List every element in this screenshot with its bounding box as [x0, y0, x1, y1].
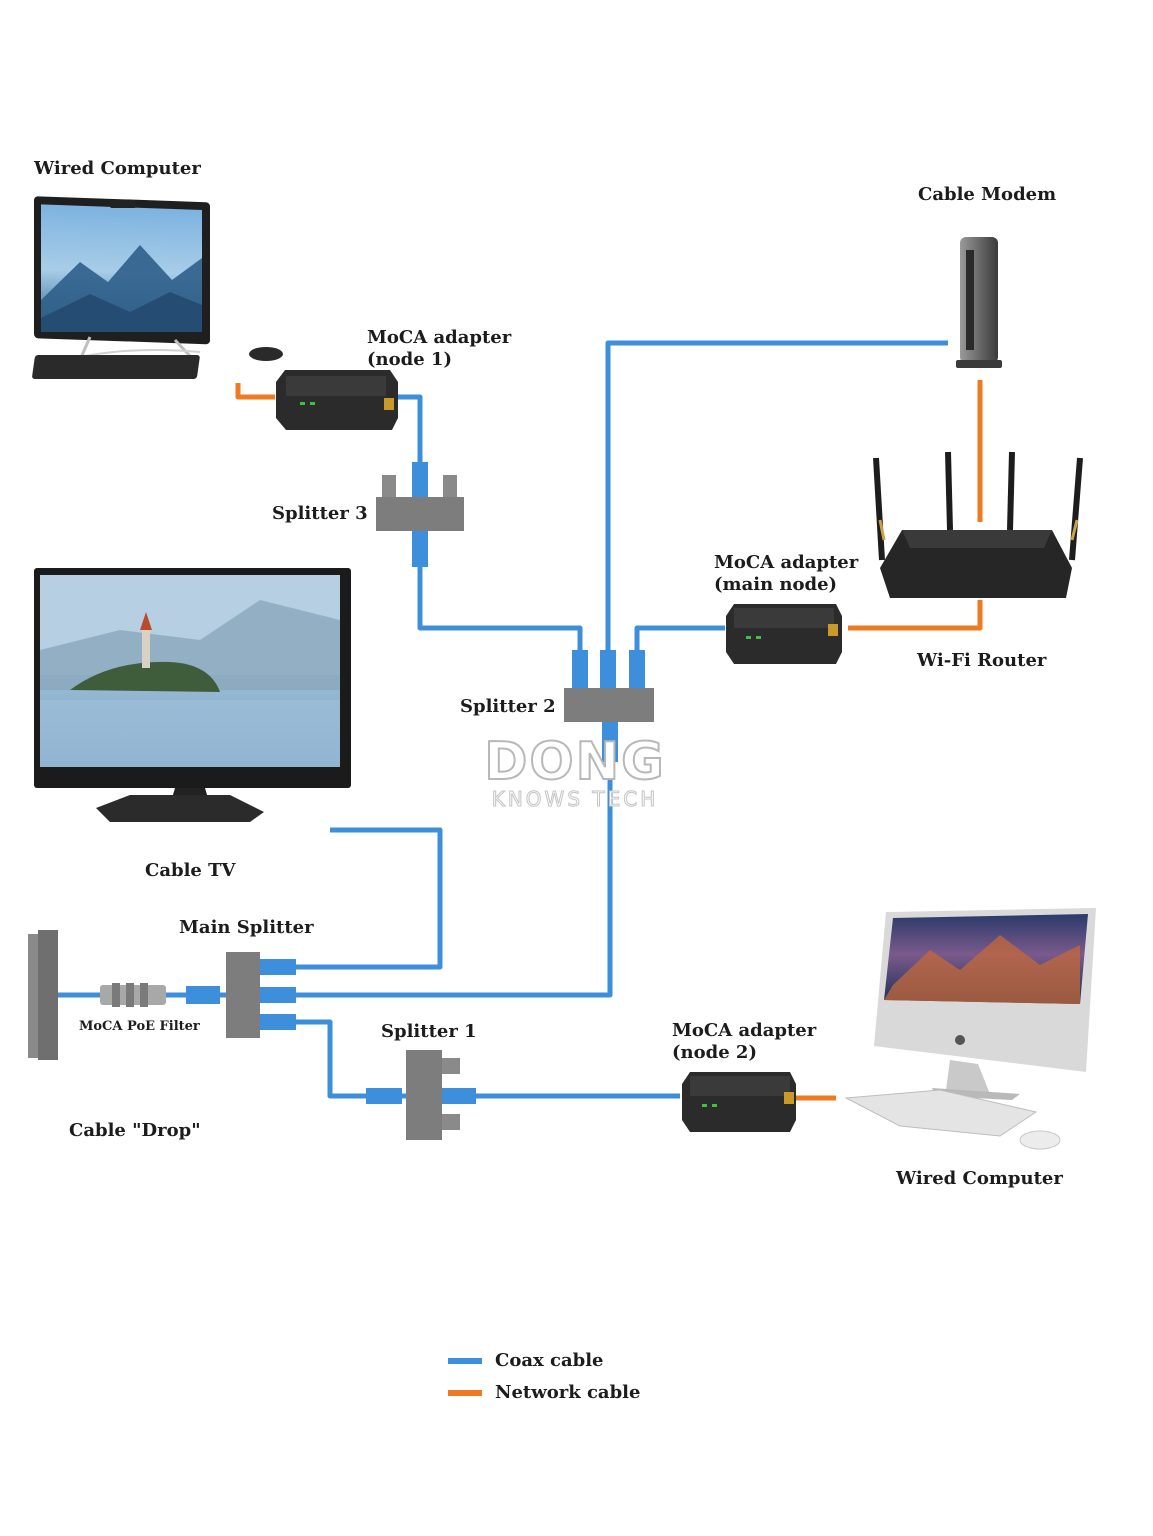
wired-computer-bottom — [844, 908, 1096, 1150]
label-moca-main-line2: (main node) — [714, 574, 838, 595]
coax-main-to-splitter2 — [265, 700, 613, 998]
coax-splitter2-to-mainnode — [634, 625, 725, 680]
moca-adapter-node1 — [276, 370, 398, 430]
cable-modem — [956, 237, 1002, 368]
wifi-router — [873, 451, 1083, 598]
label-moca-node2-line2: (node 2) — [672, 1042, 757, 1063]
cable-tv — [34, 568, 351, 822]
moca-adapter-node2 — [682, 1072, 796, 1132]
label-cable-modem: Cable Modem — [918, 184, 1057, 205]
label-splitter2: Splitter 2 — [460, 696, 556, 717]
label-splitter3: Splitter 3 — [272, 503, 368, 524]
wired-computer-top — [32, 196, 283, 379]
label-cable-drop: Cable "Drop" — [69, 1120, 201, 1141]
main-splitter — [226, 952, 296, 1038]
label-moca-poe-filter: MoCA PoE Filter — [79, 1019, 200, 1034]
cable-drop-wall — [28, 930, 58, 1060]
network-cables — [235, 380, 983, 1101]
legend-coax-label: Coax cable — [495, 1350, 604, 1371]
network-router-to-mainnode — [848, 600, 983, 631]
label-wired-computer-bottom: Wired Computer — [896, 1168, 1063, 1189]
label-wifi-router: Wi-Fi Router — [917, 650, 1047, 671]
splitter1 — [366, 1050, 476, 1140]
label-splitter1: Splitter 1 — [381, 1021, 477, 1042]
coax-splitter2-to-splitter3 — [417, 530, 583, 680]
legend-swatches — [448, 1358, 482, 1396]
splitter3 — [376, 462, 464, 567]
watermark-sub: KNOWS TECH — [491, 787, 659, 811]
label-main-splitter: Main Splitter — [179, 917, 314, 938]
splitter2 — [564, 650, 654, 762]
label-cable-tv: Cable TV — [145, 860, 236, 881]
coax-splitter2-to-modem — [605, 340, 948, 680]
label-moca-node1-line1: MoCA adapter — [367, 327, 512, 348]
coax-main-to-cabletv — [265, 827, 443, 970]
label-moca-main-line1: MoCA adapter — [714, 552, 859, 573]
watermark-main: DONG — [483, 732, 666, 792]
label-moca-node1-line2: (node 1) — [367, 349, 452, 370]
network-node1-to-computer — [235, 383, 275, 400]
legend-network-label: Network cable — [495, 1382, 641, 1403]
moca-adapter-main — [726, 604, 842, 664]
label-moca-node2-line1: MoCA adapter — [672, 1020, 817, 1041]
label-wired-computer-top: Wired Computer — [34, 158, 201, 179]
moca-poe-filter — [100, 983, 220, 1007]
watermark: DONG KNOWS TECH — [470, 732, 680, 811]
